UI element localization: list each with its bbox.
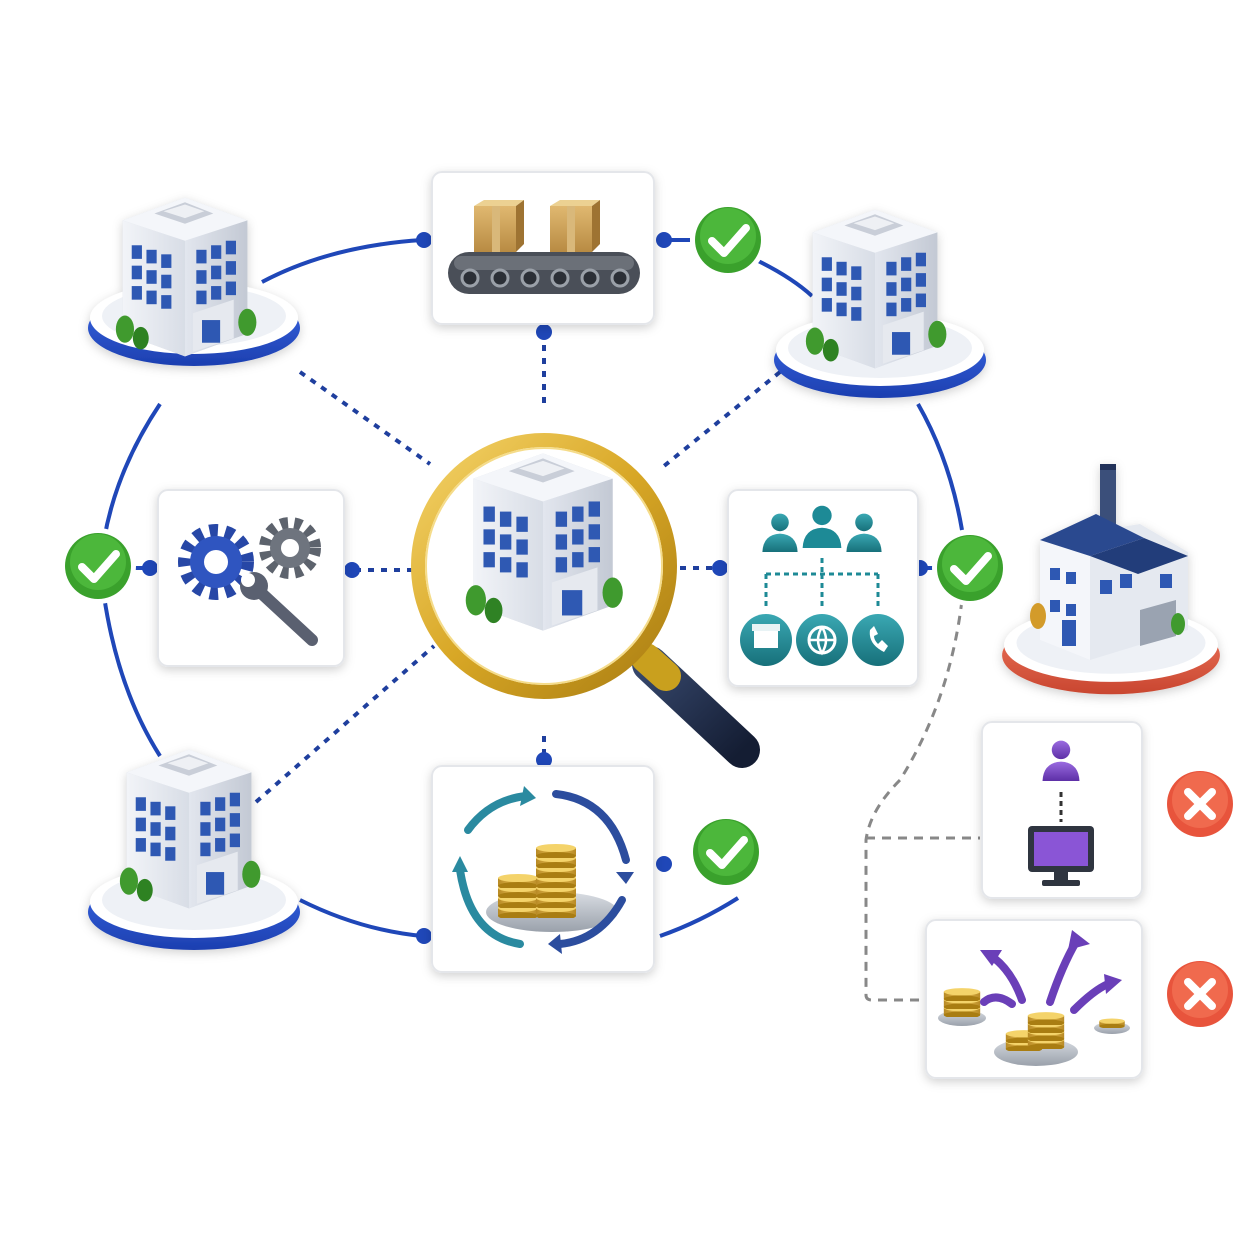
check-mark-icon (690, 202, 766, 278)
connector-solid (299, 898, 423, 938)
connector-dot (536, 752, 552, 768)
coin-cycle-icon (452, 786, 634, 954)
card-operations[interactable] (157, 489, 345, 667)
card-finance[interactable] (431, 765, 655, 973)
person-monitor-icon (1028, 740, 1094, 886)
team-channels-icon (740, 505, 904, 666)
card-organization[interactable] (727, 489, 919, 687)
office-building-icon (115, 197, 257, 357)
connector-dot (712, 560, 728, 576)
connector-solid (261, 238, 423, 284)
x-mark-icon (1162, 766, 1238, 842)
center-node[interactable] (411, 433, 760, 768)
connector-dot (344, 562, 360, 578)
check-mark-icon (688, 814, 764, 890)
card-dispersed-funds[interactable] (925, 919, 1143, 1079)
connector-dotted (298, 370, 432, 466)
coins-scatter-icon (938, 930, 1130, 1066)
connector-solid (102, 595, 162, 758)
connector-lines (102, 232, 980, 1002)
connector-dot (142, 560, 158, 576)
office-building-icon (805, 209, 947, 369)
connector-solid (659, 896, 740, 938)
connector-dotted (254, 644, 436, 804)
connector-dot (536, 324, 552, 340)
factory-node[interactable] (1002, 464, 1220, 695)
connector-solid (751, 256, 814, 298)
x-mark-icon (1162, 956, 1238, 1032)
building-node[interactable] (774, 209, 986, 398)
building-node[interactable] (88, 197, 300, 366)
gears-wrench-icon (178, 517, 321, 646)
connector-dot (656, 856, 672, 872)
office-building-icon (119, 749, 261, 909)
conveyor-boxes-icon (448, 200, 640, 294)
connector-solid (102, 402, 162, 541)
connector-dot (416, 232, 432, 248)
building-node[interactable] (88, 749, 300, 950)
connector-dot (416, 928, 432, 944)
card-single-user[interactable] (981, 721, 1143, 899)
connector-dotted (662, 370, 782, 468)
check-mark-icon (60, 528, 136, 604)
connector-dashed (864, 599, 964, 1002)
card-logistics[interactable] (431, 171, 655, 325)
connector-solid (916, 403, 964, 531)
factory-icon (1030, 464, 1188, 660)
check-mark-icon (932, 530, 1008, 606)
connector-dot (656, 232, 672, 248)
magnifier-building-icon (411, 433, 760, 768)
